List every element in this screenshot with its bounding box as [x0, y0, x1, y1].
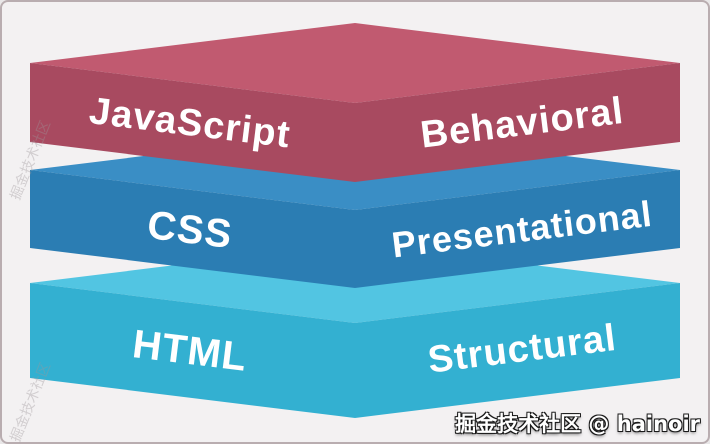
structural-right-face	[355, 283, 680, 418]
presentational-left-face	[30, 170, 355, 288]
structural-left-face	[30, 283, 355, 418]
layer-behavioral: JavaScript Behavioral	[30, 23, 680, 182]
bottom-right-watermark: 掘金技术社区 @ hainoir	[455, 412, 700, 436]
presentational-left-label: CSS	[145, 203, 235, 257]
presentational-right-face	[355, 170, 680, 288]
behavioral-right-face	[355, 63, 680, 182]
behavioral-left-face	[30, 63, 355, 182]
